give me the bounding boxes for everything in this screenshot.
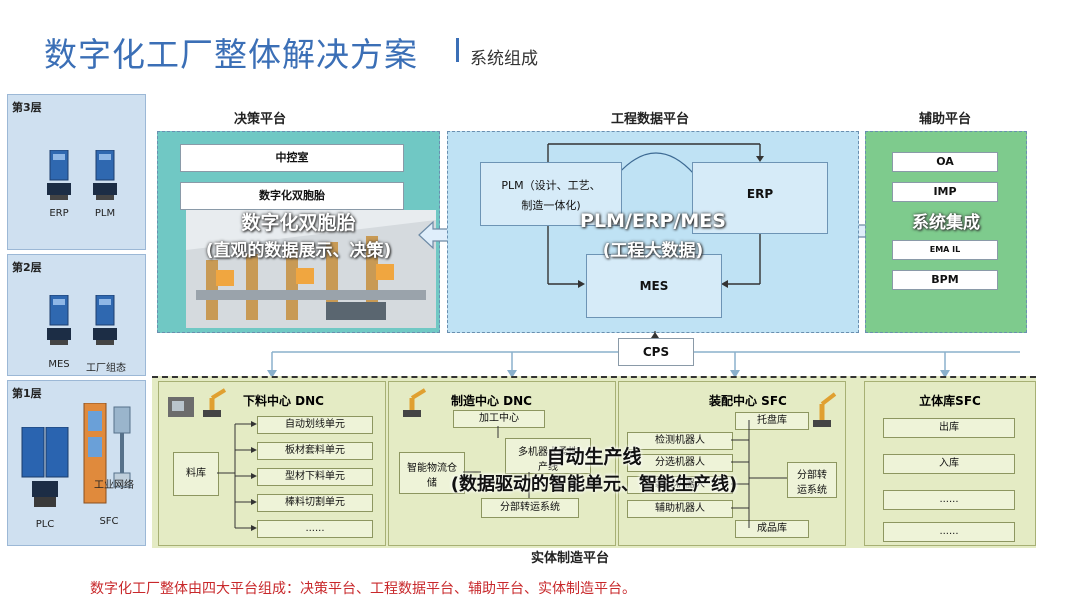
warehouse-panel: 立体库SFC 出库 入库 ...... ...... — [864, 381, 1036, 546]
inbound-box: 入库 — [883, 454, 1015, 474]
cutting-unit-box: ...... — [257, 520, 373, 538]
cps-box: CPS — [618, 338, 694, 366]
email-box: EMA IL — [892, 240, 998, 260]
physical-platform-title: 实体制造平台 — [530, 551, 609, 566]
plm-box: PLM（设计、工艺、 制造一体化) — [480, 162, 622, 226]
smart-warehouse-line1: 智能物流仓 — [407, 463, 457, 474]
robot-arm-icon — [403, 388, 427, 417]
layer-2: 第2层 MES 工厂组态 — [7, 254, 146, 376]
layer-2-label: 第2层 — [12, 261, 42, 274]
digital-twin-overlay-subtitle: (直观的数据展示、决策) — [205, 241, 392, 261]
engineering-overlay-subtitle: (工程大数据) — [602, 241, 704, 261]
assembly-connectors — [731, 420, 787, 528]
cnc-machine-icon — [168, 397, 194, 417]
decision-platform: 中控室 数字化双胞胎 数字化双胞胎 (直观的数据展示、决策) — [157, 131, 440, 333]
layer-1: 第1层 工业网络 PLC SFC — [7, 380, 146, 546]
imp-box: IMP — [892, 182, 998, 202]
smart-warehouse-line2: 储 — [427, 478, 437, 489]
erp-terminal-icon — [47, 150, 71, 200]
robot-arm-icon — [203, 388, 227, 417]
product-store-box: 成品库 — [735, 520, 809, 538]
manufacturing-center-title: 制造中心 DNC — [451, 394, 532, 408]
physical-overlay-title: 自动生产线 — [546, 446, 642, 468]
footer-note: 数字化工厂整体由四大平台组成：决策平台、工程数据平台、辅助平台、实体制造平台。 — [90, 581, 636, 597]
flexible-line-line1: 多机器人柔性 — [518, 447, 578, 458]
aux-platform-title: 辅助平台 — [918, 112, 971, 127]
cutting-connectors — [217, 421, 257, 531]
layer-3-item-plm: PLM — [94, 208, 116, 219]
plm-terminal-icon — [93, 150, 117, 200]
layer-1-label: 第1层 — [12, 387, 42, 400]
bpm-box: BPM — [892, 270, 998, 290]
assembly-transfer-box: 分部转 运系统 — [787, 462, 837, 498]
layer-3: 第3层 ERP PLM — [7, 94, 146, 250]
layer-3-item-erp: ERP — [49, 208, 69, 219]
mes-terminal-icon — [47, 295, 71, 345]
engineering-platform: PLM（设计、工艺、 制造一体化) ERP MES PLM/ERP/MES (工… — [447, 131, 859, 333]
robot-box: 装配机器人 — [627, 476, 733, 494]
manufacturing-connectors — [463, 426, 530, 498]
plm-box-line1: PLM（设计、工艺、 — [501, 179, 601, 192]
assembly-center-panel: 装配中心 SFC 托盘库 检测机器人 分选机器人 装配机器人 辅助机器人 分部转… — [618, 381, 846, 546]
sfc-machine-icon — [83, 403, 131, 504]
physical-overlay-subtitle: (数据驱动的智能单元、智能生产线) — [450, 474, 738, 495]
warehouse-title: 立体库SFC — [919, 394, 981, 408]
layer-1-item-plc: PLC — [35, 519, 55, 530]
layer-1-item-sfc: SFC — [99, 516, 119, 527]
plm-box-line2: 制造一体化) — [521, 199, 581, 212]
layer-2-item-mes: MES — [48, 359, 70, 370]
layer-2-item-factory-config: 工厂组态 — [86, 363, 126, 374]
cutting-unit-box: 棒料切割单元 — [257, 494, 373, 512]
engineering-overlay-title: PLM/ERP/MES — [580, 210, 726, 232]
aux-overlay-title: 系统集成 — [912, 213, 980, 233]
cutting-unit-box: 自动划线单元 — [257, 416, 373, 434]
erp-box: ERP — [692, 162, 828, 234]
tray-store-box: 托盘库 — [735, 412, 809, 430]
industrial-network-label: 工业网络 — [94, 480, 134, 491]
layer-3-label: 第3层 — [12, 101, 42, 114]
transfer-system-box: 分部转运系统 — [481, 498, 579, 518]
cutting-center-title: 下料中心 DNC — [243, 394, 324, 408]
robot-box: 辅助机器人 — [627, 500, 733, 518]
material-store-box: 料库 — [173, 452, 219, 496]
plc-cabinet-icon — [21, 427, 69, 507]
cutting-center-panel: 下料中心 DNC 料库 自动划线单元 板材套料单元 型材下料单元 棒料切割单元 … — [158, 381, 386, 546]
title-divider — [456, 38, 459, 62]
digital-twin-box: 数字化双胞胎 — [180, 182, 404, 210]
decision-platform-title: 决策平台 — [233, 112, 286, 127]
flexible-line-line2: 产线 — [538, 462, 558, 473]
cutting-unit-box: 型材下料单元 — [257, 468, 373, 486]
outbound-box: 出库 — [883, 418, 1015, 438]
assembly-transfer-line2: 运系统 — [797, 485, 827, 496]
digital-twin-overlay-title: 数字化双胞胎 — [241, 212, 356, 234]
warehouse-more-box: ...... — [883, 522, 1015, 542]
robot-box: 分选机器人 — [627, 454, 733, 472]
aux-platform: OA IMP 系统集成 EMA IL BPM — [865, 131, 1027, 333]
physical-platform: 下料中心 DNC 料库 自动划线单元 板材套料单元 型材下料单元 棒料切割单元 … — [152, 376, 1036, 548]
page-title: 数字化工厂整体解决方案 — [44, 35, 418, 74]
cutting-unit-box: 板材套料单元 — [257, 442, 373, 460]
control-room-box: 中控室 — [180, 144, 404, 172]
smart-warehouse-box: 智能物流仓 储 — [399, 452, 465, 494]
engineering-platform-title: 工程数据平台 — [610, 112, 689, 127]
robot-box: 检测机器人 — [627, 432, 733, 450]
oa-box: OA — [892, 152, 998, 172]
mes-box: MES — [586, 254, 722, 318]
flexible-line-box: 多机器人柔性 产线 — [505, 438, 591, 474]
factory-config-terminal-icon — [93, 295, 117, 345]
robot-arm-icon — [813, 392, 837, 427]
assembly-center-title: 装配中心 SFC — [709, 394, 787, 408]
factory-scene-image — [186, 210, 436, 328]
manufacturing-center-panel: 制造中心 DNC 加工中心 多机器人柔性 产线 智能物流仓 储 分部转运系统 — [388, 381, 616, 546]
page-subtitle: 系统组成 — [470, 49, 538, 69]
machining-center-box: 加工中心 — [453, 410, 545, 428]
warehouse-more-box: ...... — [883, 490, 1015, 510]
assembly-transfer-line1: 分部转 — [797, 470, 827, 481]
